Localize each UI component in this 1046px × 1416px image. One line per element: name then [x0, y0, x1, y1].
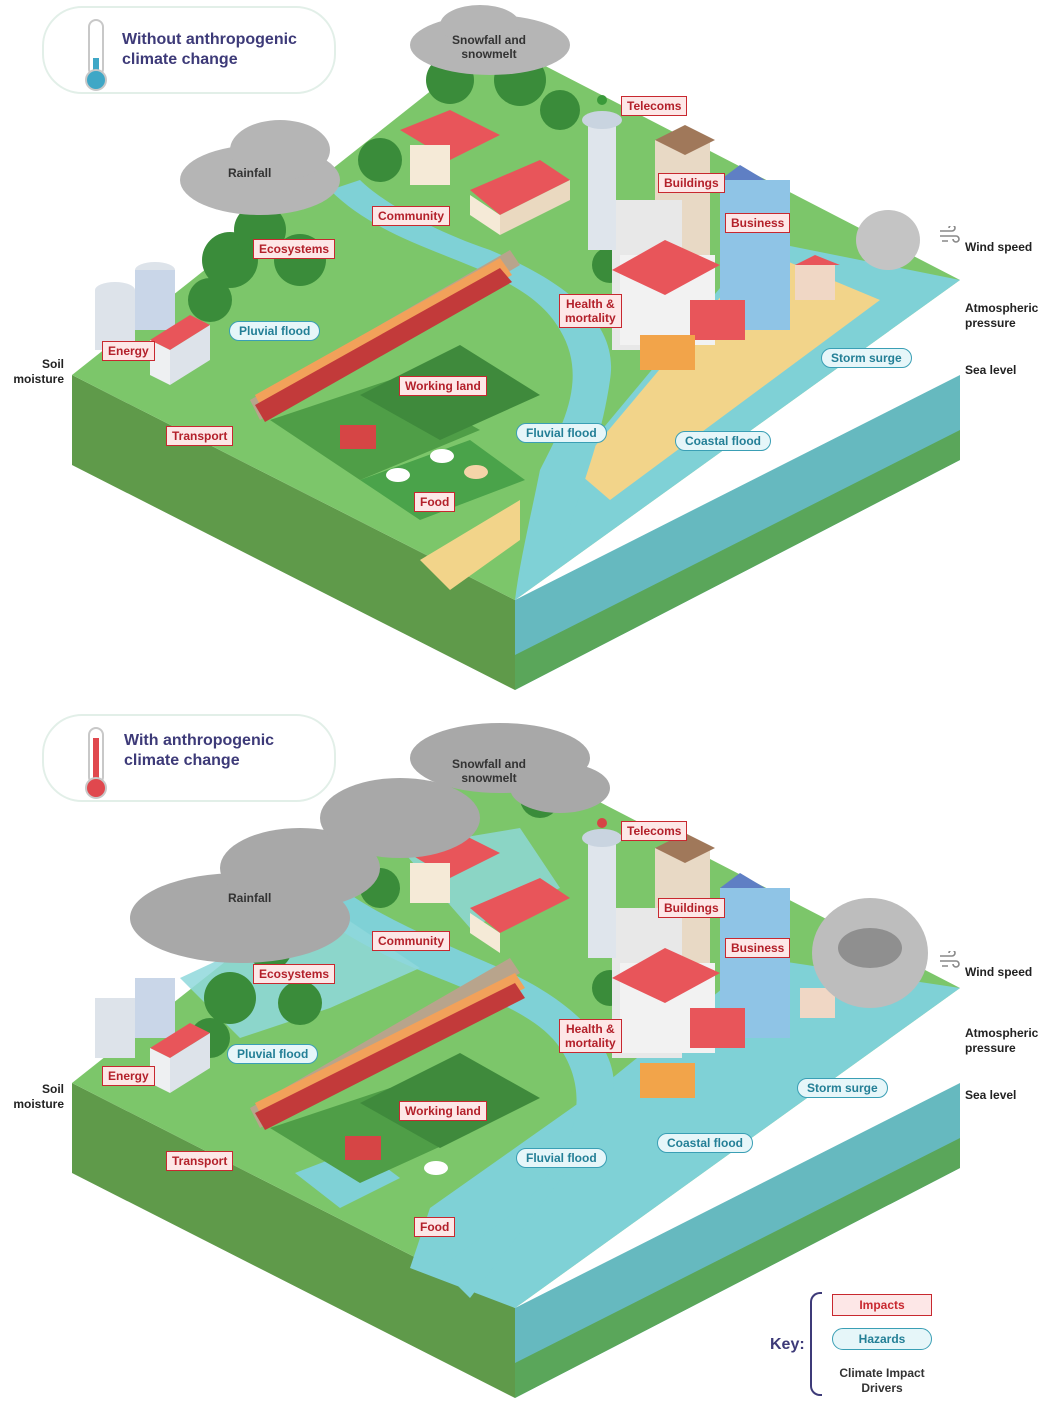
panel-with-climate-change: With anthropogenic climate change Rainfa…: [0, 708, 1046, 1416]
impact-telecoms: Telecoms: [621, 96, 688, 116]
scenario-title: Without anthropogenic climate change: [122, 31, 297, 68]
impact-telecoms: Telecoms: [621, 821, 688, 841]
impact-working-land: Working land: [399, 376, 487, 396]
key-climate-impact-drivers: Climate Impact Drivers: [839, 1366, 925, 1395]
driver-soil-moisture: Soil moisture: [13, 357, 64, 386]
wind-icon: [940, 951, 960, 968]
hazard-coastal-flood: Coastal flood: [675, 431, 772, 451]
impact-working-land: Working land: [399, 1101, 487, 1121]
impact-ecosystems: Ecosystems: [253, 239, 336, 259]
impact-business: Business: [725, 938, 791, 958]
driver-wind-speed: Wind speed: [965, 965, 1033, 979]
driver-atmospheric-pressure: Atmospheric pressure: [965, 1026, 1039, 1055]
impact-food: Food: [414, 1217, 456, 1237]
scenario-title: With anthropogenic climate change: [124, 732, 275, 769]
hazard-fluvial-flood: Fluvial flood: [516, 1148, 607, 1168]
key-impacts: Impacts: [832, 1294, 932, 1316]
key-bracket: [810, 1292, 822, 1396]
hazard-fluvial-flood: Fluvial flood: [516, 423, 607, 443]
hazard-storm-surge: Storm surge: [797, 1078, 888, 1098]
impact-transport: Transport: [166, 426, 234, 446]
snowfall-label: Snowfall and snowmelt: [452, 33, 527, 61]
driver-wind-speed: Wind speed: [965, 240, 1033, 254]
rainfall-label: Rainfall: [228, 166, 272, 180]
wind-icon: [940, 226, 960, 243]
impact-transport: Transport: [166, 1151, 234, 1171]
impact-energy: Energy: [102, 1066, 155, 1086]
impact-community: Community: [372, 206, 450, 226]
impact-business: Business: [725, 213, 791, 233]
key-title: Key:: [770, 1336, 805, 1353]
impact-food: Food: [414, 492, 456, 512]
hazard-coastal-flood: Coastal flood: [657, 1133, 754, 1153]
rainfall-label: Rainfall: [228, 891, 272, 905]
impact-health: Health & mortality: [559, 1019, 622, 1053]
key-hazards: Hazards: [832, 1328, 932, 1350]
impact-energy: Energy: [102, 341, 155, 361]
snowfall-label: Snowfall and snowmelt: [452, 757, 527, 785]
impact-health: Health & mortality: [559, 294, 622, 328]
driver-soil-moisture: Soil moisture: [13, 1082, 64, 1111]
driver-sea-level: Sea level: [965, 1088, 1017, 1102]
thermometer-low-icon: [85, 19, 107, 91]
legend-key: Key: Impacts Hazards Climate Impact Driv…: [762, 1290, 962, 1400]
landscape-illustration: [72, 5, 960, 690]
impact-community: Community: [372, 931, 450, 951]
hazard-pluvial-flood: Pluvial flood: [227, 1044, 319, 1064]
thermometer-high-icon: [85, 727, 107, 799]
impact-ecosystems: Ecosystems: [253, 964, 336, 984]
hazard-storm-surge: Storm surge: [821, 348, 912, 368]
driver-sea-level: Sea level: [965, 363, 1017, 377]
panel-without-climate-change: Without anthropogenic climate change Rai…: [13, 5, 1039, 690]
impact-buildings: Buildings: [658, 173, 725, 193]
hazard-pluvial-flood: Pluvial flood: [229, 321, 321, 341]
driver-atmospheric-pressure: Atmospheric pressure: [965, 301, 1039, 330]
impact-buildings: Buildings: [658, 898, 725, 918]
